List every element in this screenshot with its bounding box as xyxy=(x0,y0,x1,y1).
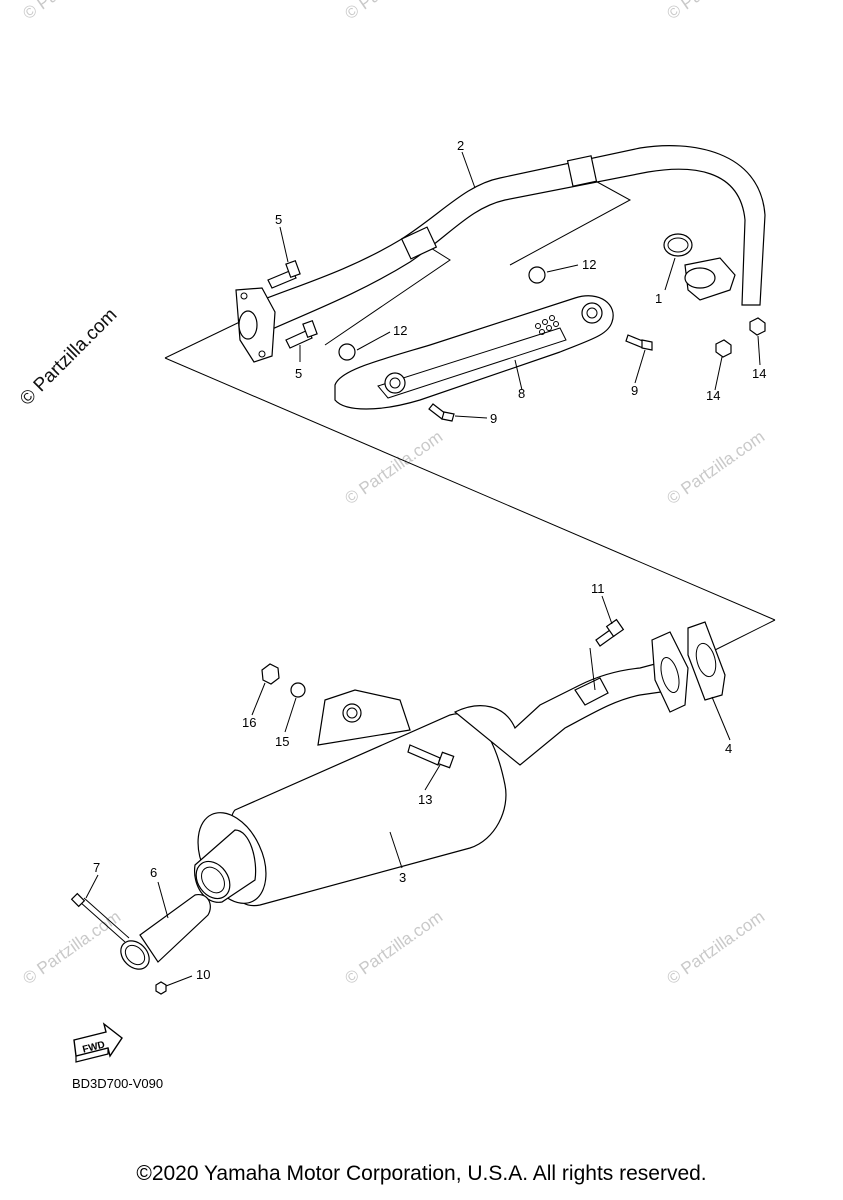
callout-15: 15 xyxy=(275,734,289,749)
muffler xyxy=(194,631,689,907)
protector-screw-left xyxy=(428,403,455,422)
watermark-text: © Partzilla.com xyxy=(663,907,768,988)
muffler-mount-bolt xyxy=(407,744,455,769)
callout-5-lower: 5 xyxy=(295,366,302,381)
copyright-footer: ©2020 Yamaha Motor Corporation, U.S.A. A… xyxy=(136,1162,707,1185)
callout-3: 3 xyxy=(399,870,406,885)
muffler-bolt-upper xyxy=(595,618,625,647)
tail-pipe xyxy=(120,893,211,970)
protector-screw-right xyxy=(625,334,653,351)
callout-5-upper: 5 xyxy=(275,212,282,227)
callout-6: 6 xyxy=(150,865,157,880)
muffler-nut xyxy=(261,663,280,685)
callout-12-lower: 12 xyxy=(393,323,407,338)
callout-9-left: 9 xyxy=(490,411,497,426)
callout-14-left: 14 xyxy=(706,388,720,403)
flange-bolt-upper xyxy=(267,259,301,289)
tail-pipe-nut xyxy=(155,981,167,995)
flange-bolt-lower xyxy=(285,319,318,349)
watermark-text: © Partzilla.com xyxy=(341,427,446,508)
heat-protector xyxy=(334,295,614,410)
tail-pipe-bolt xyxy=(70,892,130,943)
assembly-guide-lines xyxy=(164,177,776,651)
callout-16: 16 xyxy=(242,715,256,730)
watermark-text: © Partzilla.com xyxy=(341,907,446,988)
callout-14-right: 14 xyxy=(752,366,766,381)
callout-12-upper: 12 xyxy=(582,257,596,272)
leader-lines xyxy=(85,151,761,987)
callout-2: 2 xyxy=(457,138,464,153)
collar-upper xyxy=(528,266,546,284)
callout-labels: 1 2 3 4 5 5 6 7 8 9 9 10 11 12 12 13 14 … xyxy=(93,138,766,982)
diagram-code: BD3D700-V090 xyxy=(72,1076,164,1091)
fwd-label: FWD xyxy=(81,1040,106,1056)
forward-arrow-icon: FWD xyxy=(73,1022,123,1063)
header-nut-right xyxy=(749,317,766,336)
muffler-gasket xyxy=(687,621,726,701)
callout-4: 4 xyxy=(725,741,732,756)
callout-10: 10 xyxy=(196,967,210,982)
watermark-text: © Partzilla.com xyxy=(663,0,768,23)
collar-lower xyxy=(338,343,356,361)
header-flange xyxy=(684,257,736,301)
callout-7: 7 xyxy=(93,860,100,875)
callout-9-right: 9 xyxy=(631,383,638,398)
watermark-text: © Partzilla.com xyxy=(19,0,124,23)
exhaust-header-pipe xyxy=(235,145,766,363)
header-nut-left xyxy=(715,339,732,358)
header-gasket xyxy=(663,233,693,257)
muffler-collar xyxy=(290,682,306,698)
watermark-text: © Partzilla.com xyxy=(341,0,446,23)
callout-11: 11 xyxy=(591,581,605,596)
callout-13: 13 xyxy=(418,792,432,807)
callout-8: 8 xyxy=(518,386,525,401)
watermark-text: © Partzilla.com xyxy=(663,427,768,508)
callout-1: 1 xyxy=(655,291,662,306)
